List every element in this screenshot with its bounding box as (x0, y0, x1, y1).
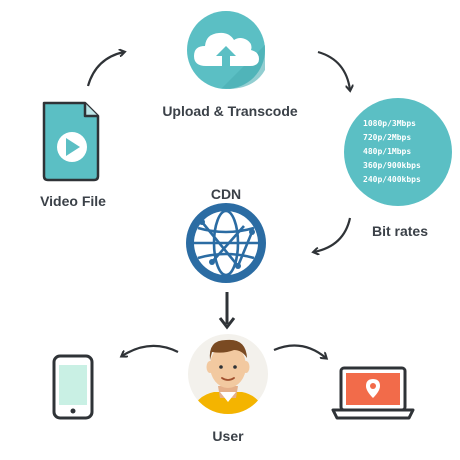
bitrate-item: 360p/900kbps (363, 161, 421, 170)
cloud-upload-icon (187, 11, 265, 89)
bitrate-item: 1080p/3Mbps (363, 119, 416, 128)
arrow-upload-to-bitrates (317, 50, 350, 90)
arrow-bitrates-to-cdn (314, 217, 352, 252)
arrow-user-to-phone (122, 344, 179, 356)
laptop-location-icon (331, 366, 415, 420)
bitrate-item: 480p/1Mbps (363, 147, 412, 156)
user-avatar-icon (188, 334, 268, 414)
user-label: User (212, 428, 244, 444)
bitrates-circle: 1080p/3Mbps 720p/2Mbps 480p/1Mbps 360p/9… (344, 98, 452, 206)
arrow-file-to-upload (86, 52, 124, 87)
arrow-user-to-laptop (273, 344, 326, 359)
cdn-label: CDN (210, 186, 242, 202)
arrow-cdn-to-user (218, 292, 236, 330)
bitrate-item: 720p/2Mbps (363, 133, 412, 142)
upload-transcode-label: Upload & Transcode (162, 103, 298, 119)
bitrates-label: Bit rates (371, 223, 429, 239)
smartphone-icon (52, 354, 94, 420)
bitrate-item: 240p/400kbps (363, 175, 421, 184)
video-file-icon (42, 101, 100, 182)
video-file-label: Video File (40, 193, 106, 209)
globe-network-icon (186, 203, 266, 283)
